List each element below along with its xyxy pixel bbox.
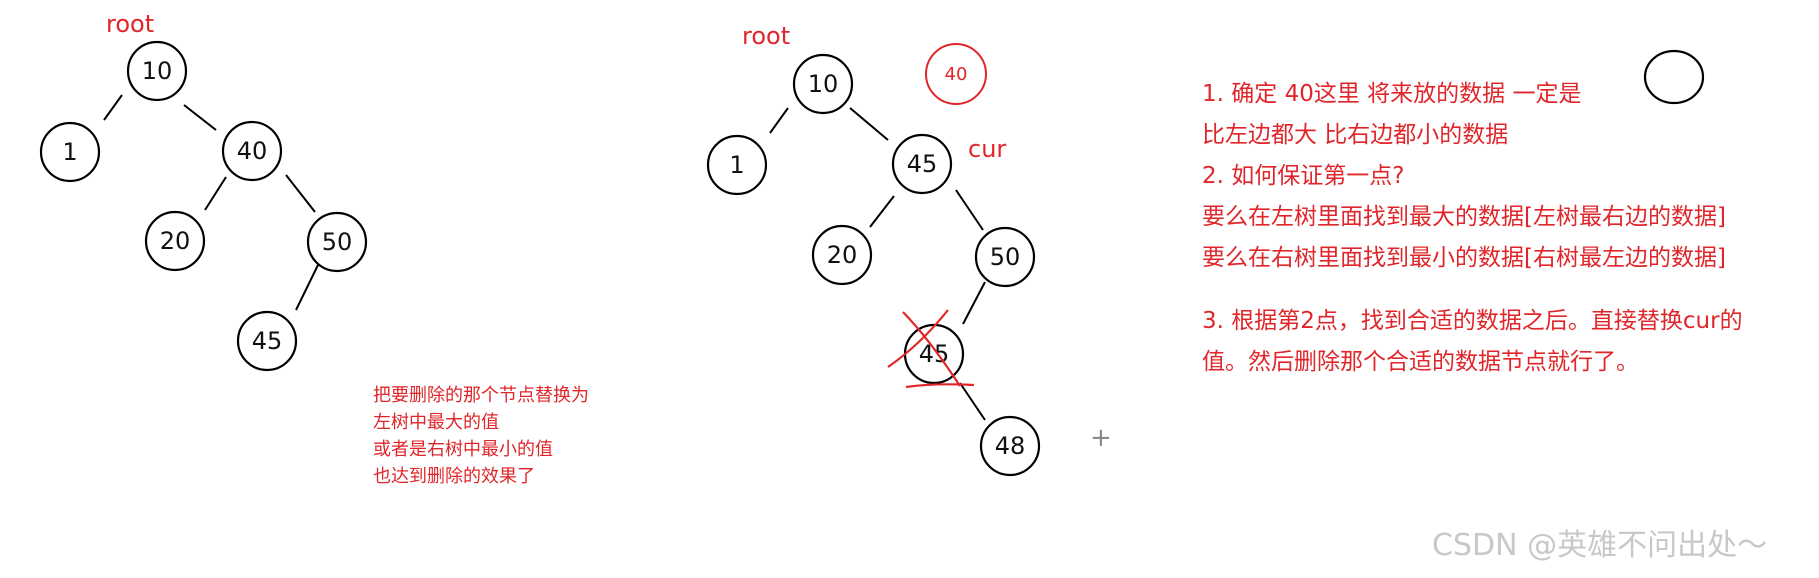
mid-node-10: 10 (792, 53, 854, 115)
mid-node-48: 48 (979, 415, 1041, 477)
step1-line: 比左边都大 比右边都小的数据 (1202, 122, 1509, 148)
mid-node-50: 50 (974, 226, 1036, 288)
csdn-watermark: CSDN @英雄不问出处～ (1432, 528, 1768, 563)
edge-m50-45 (962, 281, 986, 325)
svg-text:1: 1 (62, 138, 77, 166)
svg-text:48: 48 (995, 432, 1026, 460)
left-note: 把要删除的那个节点替换为 左树中最大的值 或者是右树中最小的值 也达到删除的效果… (373, 382, 589, 490)
edge-m45-20 (869, 195, 895, 228)
edge-m10-45 (849, 107, 889, 141)
step2-line: 要么在左树里面找到最大的数据[左树最右边的数据] (1202, 204, 1726, 230)
svg-text:10: 10 (142, 57, 173, 85)
left-note-line: 把要删除的那个节点替换为 (373, 385, 589, 406)
svg-text:45: 45 (907, 150, 938, 178)
edge-10-1 (103, 94, 123, 121)
edge-40-20 (204, 176, 227, 211)
edge-40-50 (285, 174, 316, 213)
step3-line: 3. 根据第2点，找到合适的数据之后。直接替换cur的 (1202, 308, 1743, 334)
mid-node-45-deleted: 45 (903, 323, 965, 385)
step1-line: 1. 确定 40这里 将来放的数据 一定是 (1202, 81, 1582, 107)
edge-m45-50 (955, 189, 984, 231)
svg-text:40: 40 (237, 137, 268, 165)
cursor-crosshair: + (1090, 423, 1112, 453)
left-note-line: 或者是右树中最小的值 (373, 439, 553, 460)
left-node-45: 45 (236, 310, 298, 372)
edge-m10-1 (769, 107, 789, 134)
edge-10-40 (183, 104, 217, 131)
left-node-20: 20 (144, 210, 206, 272)
svg-text:45: 45 (252, 327, 283, 355)
svg-text:50: 50 (990, 243, 1021, 271)
svg-text:40: 40 (945, 64, 968, 85)
step2-line: 要么在右树里面找到最小的数据[右树最左边的数据] (1202, 245, 1726, 271)
step3-line: 值。然后删除那个合适的数据节点就行了。 (1202, 349, 1639, 375)
step2-line: 2. 如何保证第一点? (1202, 163, 1405, 189)
svg-text:10: 10 (808, 70, 839, 98)
left-node-40: 40 (221, 120, 283, 182)
svg-text:50: 50 (322, 228, 353, 256)
mid-node-1: 1 (706, 134, 768, 196)
left-node-50: 50 (306, 211, 368, 273)
spacer (1202, 279, 1743, 301)
mid-node-45-cur: 45 (891, 133, 953, 195)
left-node-1: 1 (39, 121, 101, 183)
right-note: 1. 确定 40这里 将来放的数据 一定是 比左边都大 比右边都小的数据 2. … (1202, 74, 1743, 383)
svg-text:20: 20 (160, 227, 191, 255)
edge-m45-48 (959, 382, 986, 421)
svg-text:1: 1 (729, 151, 744, 179)
left-tree: root 10 1 40 20 50 45 (39, 10, 368, 372)
mid-node-20: 20 (811, 224, 873, 286)
svg-text:20: 20 (827, 241, 858, 269)
left-root-label: root (106, 10, 154, 38)
empty-circle (1643, 49, 1705, 105)
delete-cross-mark (887, 309, 975, 389)
middle-tree: root cur 40 10 1 45 20 50 (706, 22, 1112, 477)
cur-label: cur (968, 135, 1006, 163)
left-note-line: 左树中最大的值 (373, 412, 499, 433)
left-note-line: 也达到删除的效果了 (373, 466, 535, 487)
edge-50-45 (295, 264, 319, 311)
left-node-10: 10 (126, 40, 188, 102)
replaced-value-circle: 40 (925, 43, 987, 105)
middle-root-label: root (742, 22, 790, 50)
